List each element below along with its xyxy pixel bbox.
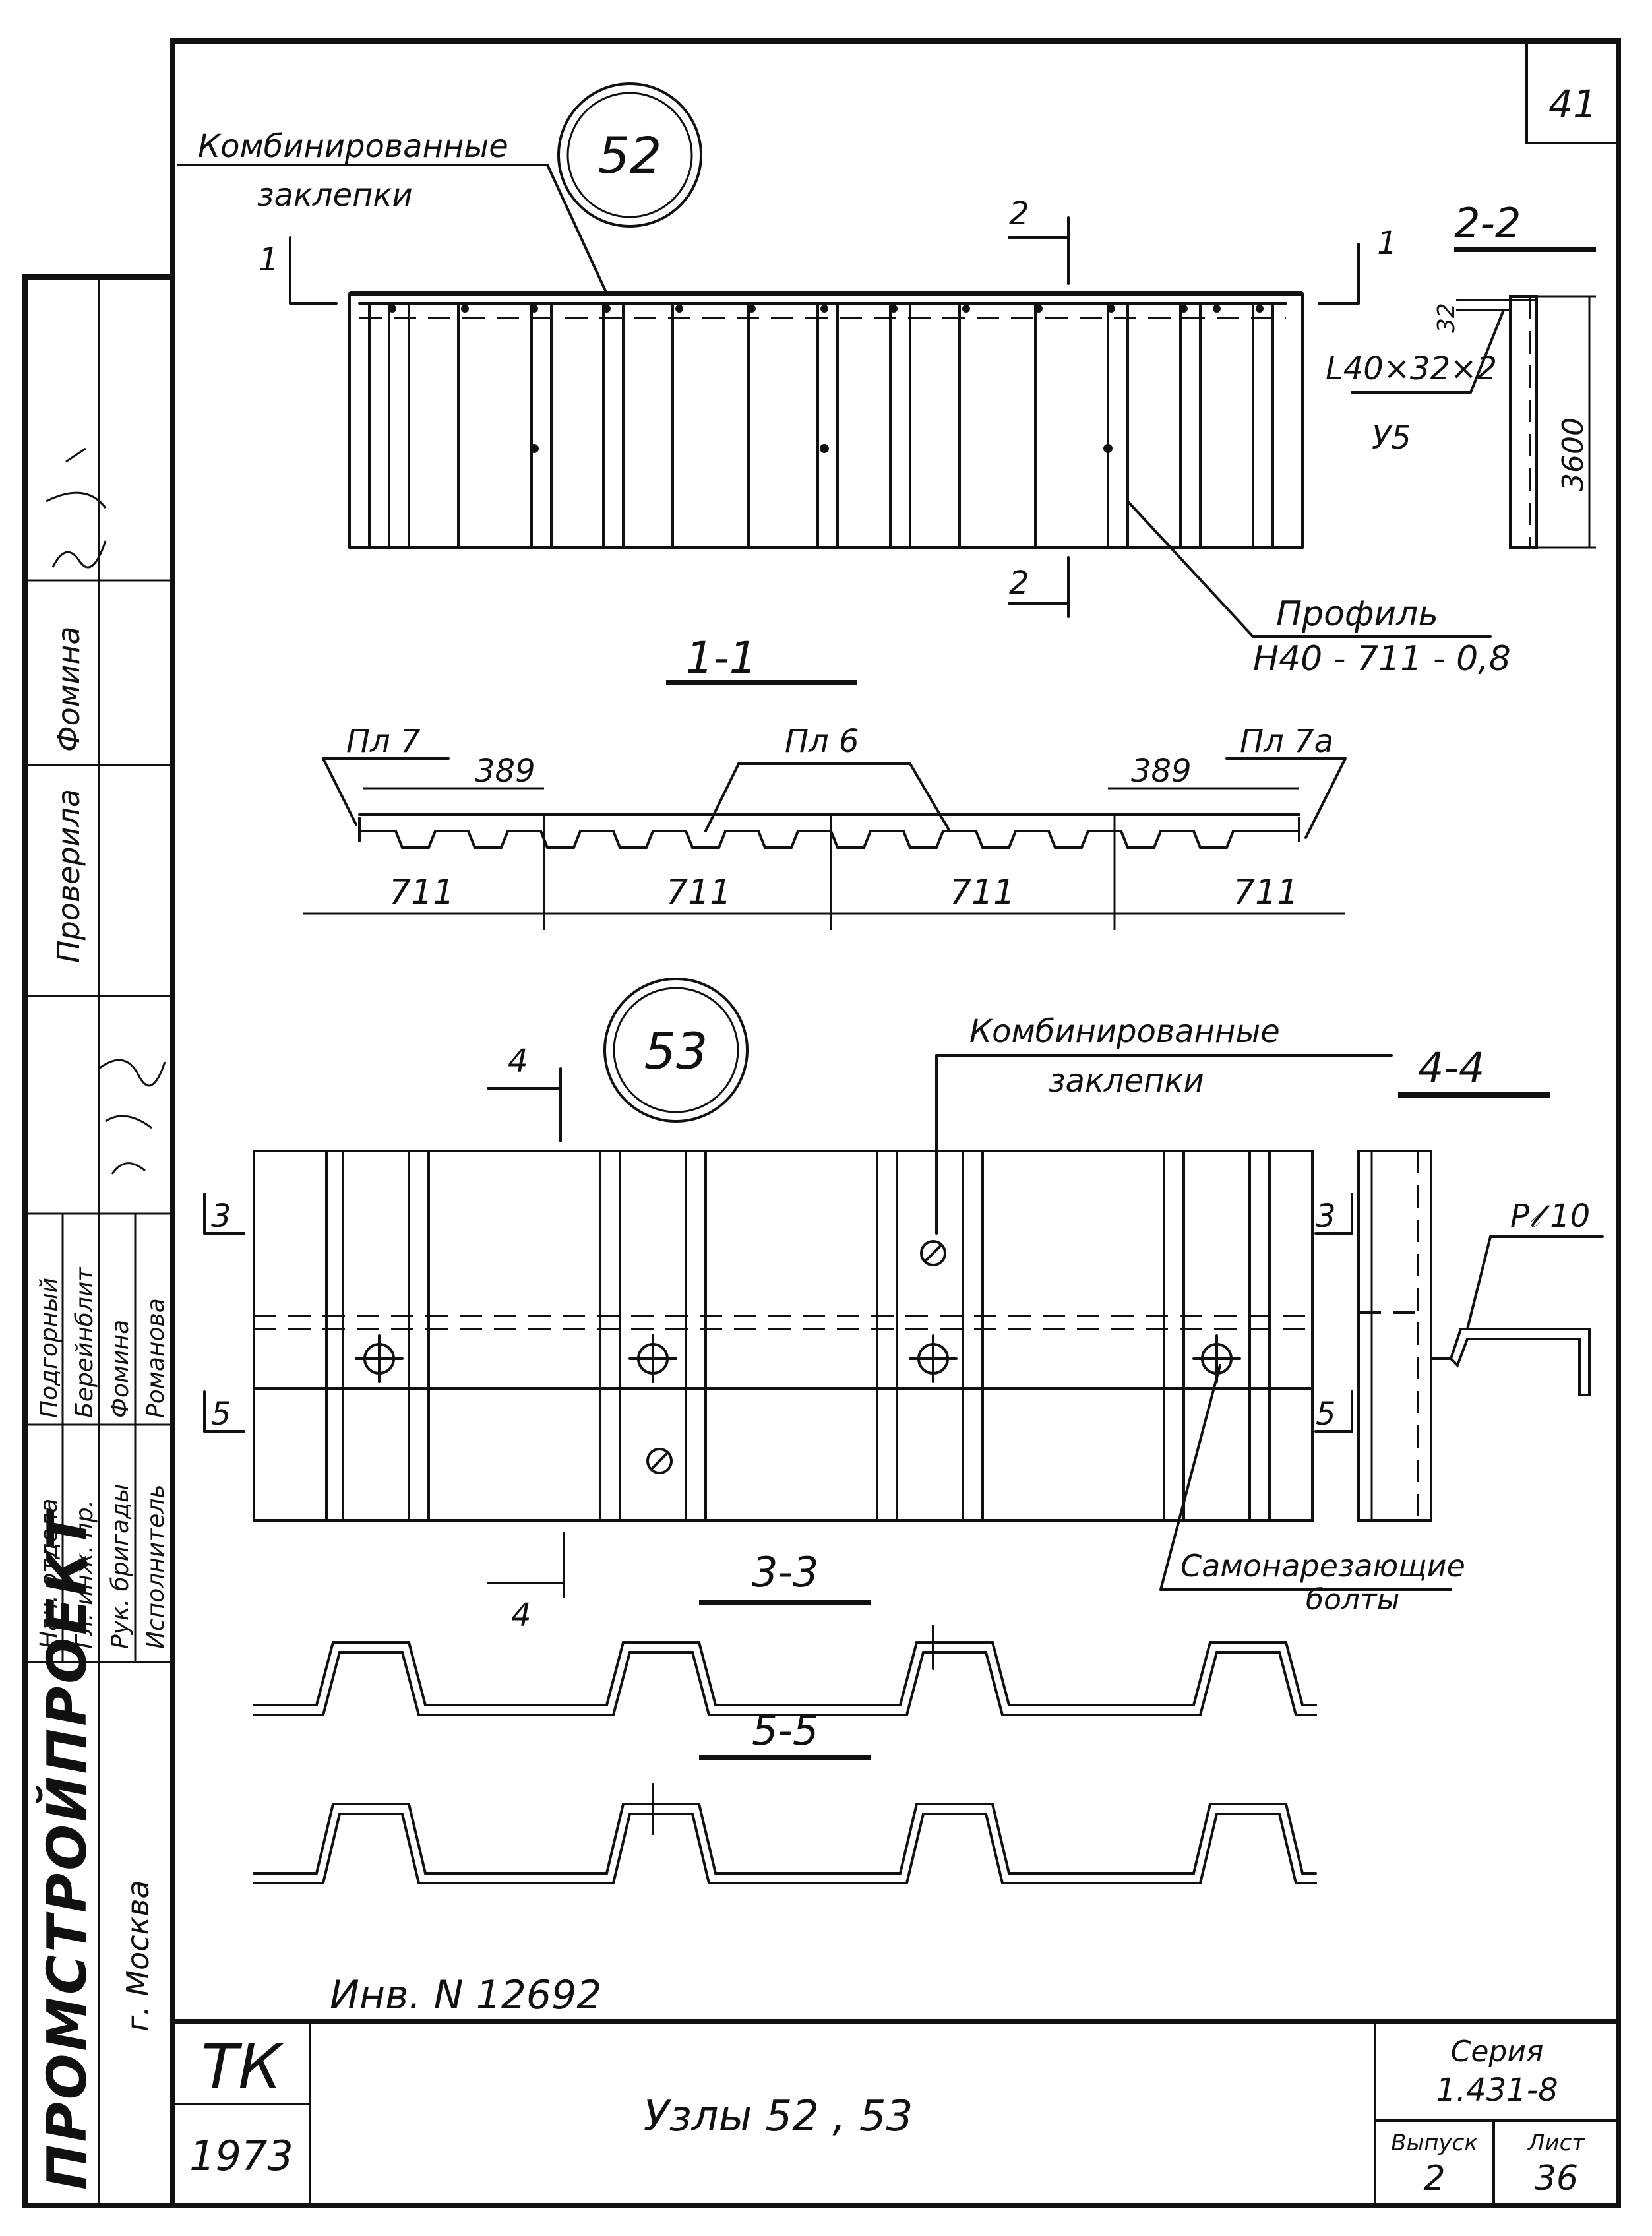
cut-3-right: 3	[1316, 1198, 1336, 1235]
checked-label: Проверила	[51, 789, 86, 963]
dim-711-2: 711	[666, 873, 731, 912]
dim-32: 32	[1433, 303, 1460, 333]
sheet-value: 36	[1535, 2159, 1578, 2198]
dim-3600: 3600	[1556, 418, 1590, 491]
year: 1973	[189, 2132, 293, 2180]
section-5-5-title: 5-5	[752, 1706, 818, 1755]
role-1: Нач. отдела	[36, 1499, 63, 1649]
role-4: Исполнитель	[142, 1484, 169, 1649]
role-2: Гл. инж. пр.	[71, 1500, 98, 1649]
cut-2-top: 2	[1009, 195, 1029, 232]
signature-1	[46, 447, 107, 569]
bolts-label-a: Самонарезающие	[1180, 1548, 1465, 1584]
org-name: ПРОМСТРОЙПРОЕКТ	[36, 1508, 99, 2190]
issue-label: Выпуск	[1391, 2130, 1478, 2156]
cut-1-right: 1	[1377, 225, 1397, 262]
cut-5-right: 5	[1316, 1396, 1336, 1433]
node-53-bubble	[603, 978, 749, 1123]
dim-389-left: 389	[475, 753, 535, 790]
name-2: Берейнблит	[71, 1267, 98, 1418]
drawing-title: Узлы 52 , 53	[644, 2092, 913, 2141]
sheet-number: 41	[1548, 82, 1597, 127]
sheet-label: Лист	[1527, 2130, 1585, 2156]
rivets-label-52-b: заклепки	[257, 177, 413, 214]
profile-label-a: Профиль	[1276, 594, 1438, 634]
name-3: Фомина	[107, 1320, 134, 1418]
logo-tk: ТК	[201, 2032, 284, 2102]
node-53: 53 Комбинированные заклепки 4	[203, 978, 1604, 1884]
series-value: 1.431-8	[1436, 2072, 1558, 2109]
node-52-bubble	[557, 82, 702, 228]
node-52: 52 Комбинированные заклепки	[177, 82, 1596, 930]
section-1-1-title: 1-1	[686, 633, 757, 683]
side-stamp: Проверила Фомина Нач. отдела Гл. инж. пр…	[22, 274, 175, 2208]
dim-389-right: 389	[1131, 753, 1192, 790]
rivets-label-53-b: заклепки	[1049, 1063, 1204, 1100]
profile-ribs-52	[368, 302, 1274, 549]
rivets-53	[646, 1240, 946, 1474]
section-1-1-profile	[358, 813, 1300, 849]
name-1: Подгорный	[36, 1278, 63, 1418]
plate-pe10	[1449, 1328, 1591, 1396]
bolts-label-b: болты	[1306, 1583, 1400, 1617]
pl7: Пл 7	[346, 723, 421, 760]
series-label: Серия	[1451, 2035, 1544, 2068]
cut-4-top: 4	[508, 1043, 528, 1080]
issue-value: 2	[1423, 2159, 1445, 2198]
inventory-number: Инв. N 12692	[330, 1972, 601, 2018]
node-52-number: 52	[598, 126, 662, 185]
section-5-5-profile	[253, 1803, 1317, 1875]
angle-label: L40×32×2	[1326, 350, 1497, 387]
dim-711-3: 711	[950, 873, 1015, 912]
cut-3-left: 3	[211, 1198, 231, 1235]
pl6: Пл 6	[785, 723, 859, 760]
rivets-label-53-a: Комбинированные	[969, 1013, 1280, 1050]
cut-2-bottom: 2	[1009, 565, 1029, 602]
checked-name: Фомина	[51, 626, 86, 752]
pl7a: Пл 7а	[1240, 723, 1333, 760]
profile-label-b: Н40 - 711 - 0,8	[1253, 639, 1511, 679]
rivets-label-52-a: Комбинированные	[198, 128, 508, 165]
title-block: ТК 1973 Узлы 52 , 53 Серия 1.431-8 Выпус…	[171, 2019, 1620, 2207]
bolts-53	[355, 1334, 1241, 1383]
cut-5-left: 5	[211, 1396, 231, 1433]
role-3: Рук. бригады	[107, 1484, 134, 1649]
profile-ribs-53	[325, 1150, 1271, 1522]
signature-2	[98, 1059, 166, 1175]
rivets-52	[388, 305, 1264, 453]
cut-4-bottom: 4	[511, 1597, 532, 1634]
dim-711-1: 711	[389, 873, 454, 912]
section-2-2-title: 2-2	[1454, 199, 1521, 247]
section-3-3-title: 3-3	[752, 1548, 818, 1596]
cut-1-left: 1	[259, 241, 279, 278]
dim-711-4: 711	[1233, 873, 1299, 912]
org-city: г. Москва	[120, 1880, 156, 2032]
node-53-number: 53	[644, 1022, 708, 1080]
section-4-4-title: 4-4	[1418, 1043, 1484, 1092]
section-3-3-profile	[253, 1641, 1317, 1706]
pe10-label: Р𝓁 10	[1510, 1198, 1590, 1235]
angle-sub: У5	[1372, 419, 1411, 456]
name-4: Романова	[142, 1298, 169, 1418]
